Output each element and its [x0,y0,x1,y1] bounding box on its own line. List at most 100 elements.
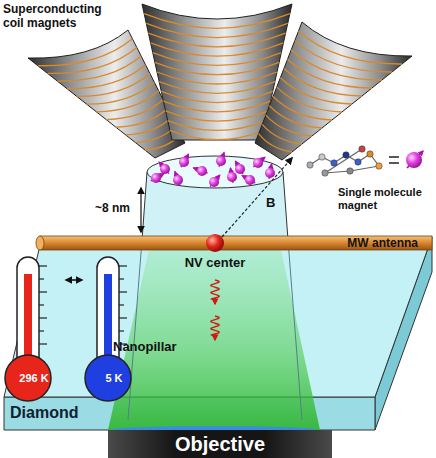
thermometer-node: 5 K [84,255,144,405]
coil-winding [284,69,362,96]
tick [119,265,127,266]
field-arrow [222,158,292,237]
coil-winding [38,39,133,66]
coil-winding [161,91,272,102]
antenna-wire [40,236,432,250]
coil-winding [277,87,342,112]
nanopillar-outline [128,240,302,420]
node-text: 296 K [4,371,64,385]
tick [39,330,44,331]
coil-winding [126,117,172,135]
coil-winding [151,43,284,56]
coil-winding [280,78,352,104]
coil-winding [266,115,312,136]
coil-winding [295,41,392,72]
equals-symbol [389,157,399,163]
coil-winding [159,82,275,94]
coil-winding [116,108,168,127]
atom [359,146,365,152]
coil-winding [153,53,282,66]
coil-winding [163,101,270,112]
molecule-sphere [179,157,189,167]
coil-winding [166,111,269,121]
coil-winding [298,31,402,64]
objective-box: Objective [108,430,332,458]
thermometer-node: 296 K [4,255,64,405]
molecule-sphere [160,164,170,174]
dimension-label: ~8 nm [95,202,130,216]
molecule-sphere [209,177,219,187]
double-arrow [66,279,82,281]
tick [39,265,47,266]
coil-winding [144,14,290,29]
part-label: NV center [178,256,252,271]
coil-winding [155,62,279,74]
coil-winding [48,47,137,73]
tick [39,317,47,318]
tick [119,317,127,318]
pillar-top [147,156,283,188]
atom [322,170,328,176]
photon-arrow [214,334,215,340]
coil-winding [259,134,292,152]
node-text: Diamond [10,398,120,428]
atom [376,163,382,169]
part-label: Single molecule magnet [338,186,432,211]
tick [119,278,124,279]
part-label: Nanopillar [113,340,177,355]
coil-winding [157,72,277,84]
tick [39,343,47,344]
coil-winding [288,59,372,88]
node-text: Objective [108,430,332,458]
coil-winding [168,121,267,131]
molecule-sphere [197,166,207,176]
atom [331,160,337,166]
photon-wave [211,280,219,299]
atom [367,151,373,157]
atom [307,162,313,168]
molecule-sphere [227,172,237,182]
molecule-sphere [151,173,161,183]
atom [355,159,361,165]
tick [119,304,124,305]
dimension-arrow [140,188,141,232]
molecule-sphere [235,164,245,174]
photon-wave [211,316,219,335]
magnet-sphere [406,152,422,168]
coil-winding [148,33,285,47]
molecule-sphere [216,156,226,166]
molecule-sphere [245,175,255,185]
tick [39,291,47,292]
diamond-slab: Diamond [4,398,120,428]
coil-winding [146,23,287,37]
bond [350,166,379,171]
antenna-end [36,236,44,250]
coil-winding [170,130,264,139]
coil-winding [262,124,302,144]
tick [39,304,44,305]
coil-body [255,22,412,160]
node-text: MW antenna [40,235,418,251]
molecule-sphere [173,175,183,185]
molecule-sphere [253,158,263,168]
field-label: B [266,196,275,211]
atom [347,168,353,174]
molecule-sphere [265,168,275,178]
molecule-group [151,153,275,187]
atom [319,154,325,160]
tick [39,278,44,279]
tick [119,330,124,331]
nv-center-sphere [206,234,224,252]
coil-magnet [255,22,412,160]
coil-winding [57,56,141,81]
photon-arrow [214,298,215,304]
coil-winding [291,50,382,80]
antenna-band: MW antenna [40,235,432,251]
bond [325,149,362,173]
coil-winding [106,100,163,120]
atom [343,152,349,158]
